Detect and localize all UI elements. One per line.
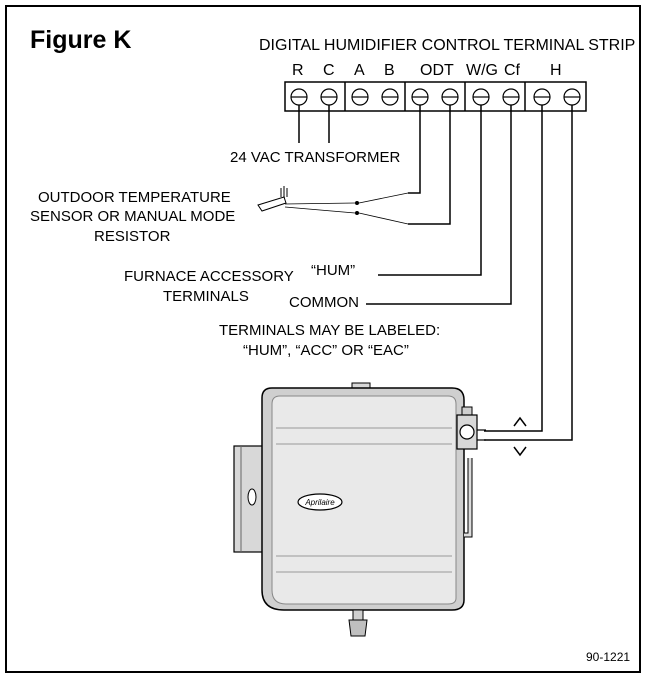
sensor-label-line-2: SENSOR OR MANUAL MODE xyxy=(30,208,236,225)
terminal-label-a: A xyxy=(354,62,365,79)
wire-h-2 xyxy=(484,105,573,441)
wire-h-1 xyxy=(484,105,543,432)
sensor-label-line-3: RESISTOR xyxy=(94,228,171,245)
common-terminal-label: COMMON xyxy=(289,294,359,311)
wire-odt-2 xyxy=(408,105,451,225)
outdoor-sensor xyxy=(257,186,409,225)
solenoid-valve xyxy=(456,406,486,450)
terminal-label-c: C xyxy=(323,62,335,79)
hum-terminal-label: “HUM” xyxy=(311,262,356,279)
wiring xyxy=(298,105,573,441)
terminal-label-wg: W/G xyxy=(466,62,498,79)
part-number: 90-1221 xyxy=(586,650,631,664)
note-label-line-1: TERMINALS MAY BE LABELED: xyxy=(219,322,441,339)
terminal-label-odt: ODT xyxy=(420,62,454,79)
wire-common xyxy=(366,105,512,305)
terminal-strip-title: DIGITAL HUMIDIFIER CONTROL TERMINAL STRI… xyxy=(259,37,636,54)
furnace-label-line-2: TERMINALS xyxy=(163,288,249,305)
furnace-label-line-1: FURNACE ACCESSORY xyxy=(124,268,294,285)
sensor-label-line-1: OUTDOOR TEMPERATURE xyxy=(38,189,231,206)
wire-hum xyxy=(378,105,482,276)
humidifier-unit: Aprilaire xyxy=(233,382,473,637)
terminal-label-r: R xyxy=(292,62,304,79)
terminal-label-h: H xyxy=(550,62,562,79)
terminal-label-cf: Cf xyxy=(504,62,520,79)
terminal-strip xyxy=(284,81,587,112)
wire-odt-1 xyxy=(408,105,421,194)
wire-break-marks xyxy=(513,416,527,457)
note-label-line-2: “HUM”, “ACC” OR “EAC” xyxy=(243,342,409,359)
figure-title: Figure K xyxy=(30,26,132,54)
brand-logo: Aprilaire xyxy=(304,498,335,507)
terminal-label-b: B xyxy=(384,62,395,79)
transformer-label: 24 VAC TRANSFORMER xyxy=(230,149,401,166)
